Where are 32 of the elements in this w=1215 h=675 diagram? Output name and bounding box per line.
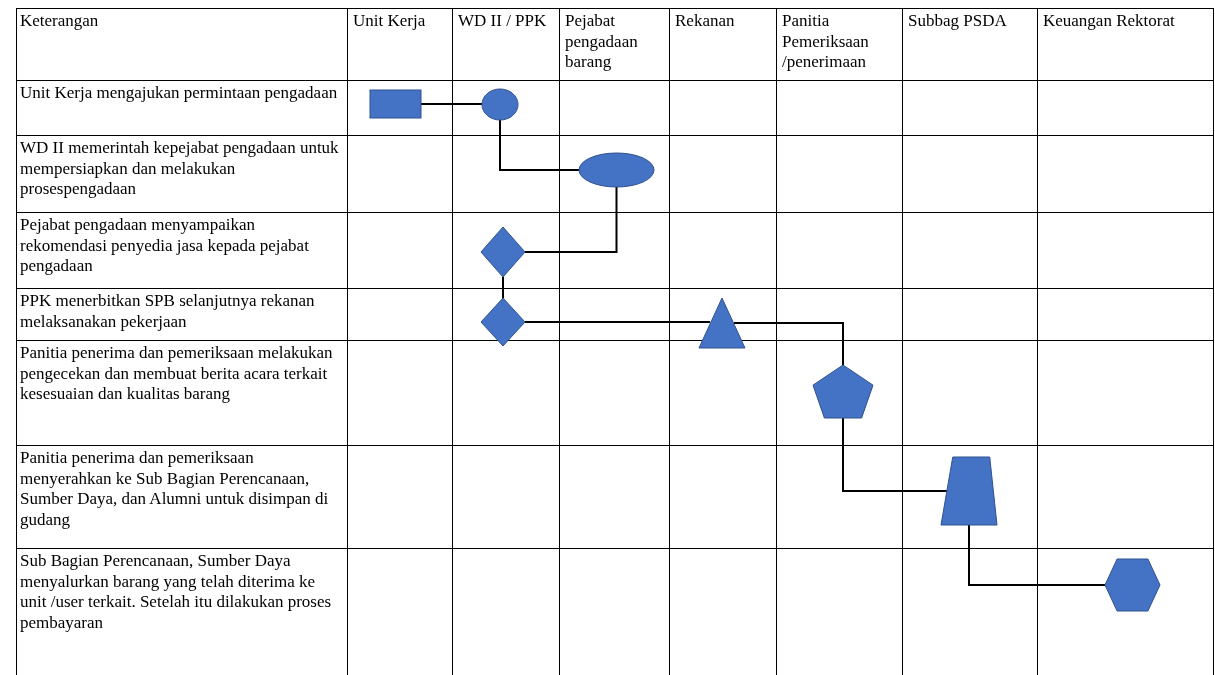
column-header: Rekanan (675, 11, 736, 32)
step-description: Pejabat pengadaan menyampaikan rekomendasi penyedia jasa kepada pejabat pengadaan (20, 215, 310, 277)
column-header: Keterangan (20, 11, 100, 32)
step-description: Sub Bagian Perencanaan, Sumber Daya menyalurkan barang yang telah diterima ke unit /user terkait. Setelah itu dilakukan proses pembayaran (20, 551, 333, 633)
column-header: Keuangan Rektorat (1043, 11, 1176, 32)
box-shape (370, 90, 421, 118)
triangle-shape (699, 298, 745, 348)
hexagon-shape (1105, 559, 1160, 611)
connector-line (524, 186, 618, 253)
step-description: Panitia penerima dan pemeriksaan melakukan pengecekan dan membuat berita acara terkait kesesuaian dan kualitas barang (20, 343, 334, 405)
connector-line (502, 276, 504, 299)
trapezoid-shape (941, 457, 997, 525)
pentagon-shape (813, 365, 873, 418)
step-description: PPK menerbitkan SPB selanjutnya rekanan melaksanakan pekerjaan (20, 291, 316, 332)
step-description: WD II memerintah kepejabat pengadaan untuk mempersiapkan dan melakukan prosespengadaan (20, 138, 340, 200)
connector-line (499, 119, 580, 171)
connector-line (733, 322, 844, 366)
connector-line (968, 524, 1106, 586)
connector-line (420, 103, 483, 105)
column-header: Subbag PSDA (908, 11, 1008, 32)
ellipse-shape (579, 153, 654, 187)
column-header: Unit Kerja (353, 11, 427, 32)
connector-line (842, 417, 948, 492)
connector-line (524, 321, 711, 323)
column-header: Panitia Pemeriksaan /penerimaan (782, 11, 870, 73)
circle-shape (482, 89, 518, 120)
diamond-shape (481, 298, 525, 346)
column-header: WD II / PPK (458, 11, 548, 32)
step-description: Panitia penerima dan pemeriksaan menyerahkan ke Sub Bagian Perencanaan, Sumber Daya, dan Alumni untuk disimpan di gudang (20, 448, 330, 530)
column-header: Pejabat pengadaan barang (565, 11, 639, 73)
diamond-shape (481, 227, 525, 277)
step-description: Unit Kerja mengajukan permintaan pengadaan (20, 83, 339, 104)
